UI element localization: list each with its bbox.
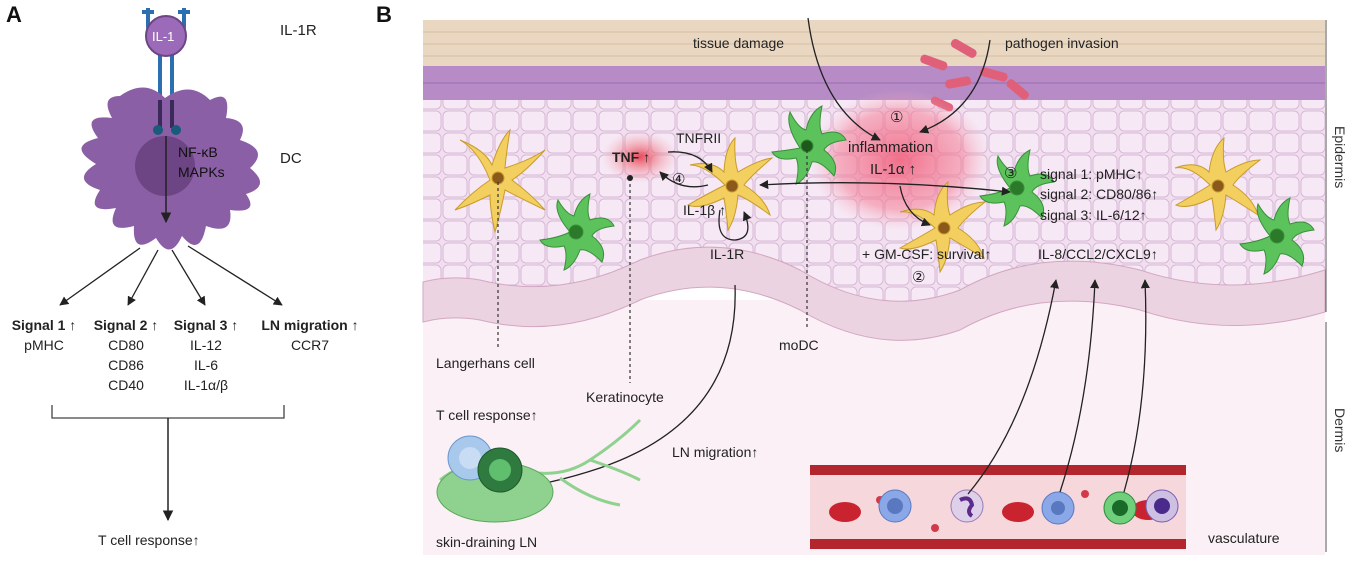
modc-icon (1239, 197, 1315, 275)
panel-b-letter: B (376, 2, 392, 27)
tnfrii-label: TNFRII (676, 130, 722, 146)
panel-a-diagram (51, 8, 285, 522)
signal-line-2: signal 2: CD80/86↑ (1040, 186, 1159, 202)
modc-label: moDC (779, 337, 819, 353)
tissue-damage-label: tissue damage (693, 35, 785, 51)
signal-line-3: signal 3: IL-6/12↑ (1040, 207, 1147, 223)
pathway-nfkb: NF-κB (178, 144, 218, 160)
lymph-node-icon (436, 418, 642, 523)
signal-1-header: Signal 1 ↑ (11, 317, 77, 333)
signal-3-header: Signal 3 ↑ (173, 317, 239, 333)
modc-icon (539, 193, 615, 271)
keratinocyte-label: Keratinocyte (586, 389, 664, 405)
panel-a-outcome: T cell response↑ (98, 532, 200, 548)
signal-column-4: LN migration ↑ CCR7 (248, 315, 372, 355)
signal-column-1: Signal 1 ↑ pMHC (4, 315, 84, 355)
epidermis-label: Epidermis (1332, 126, 1348, 189)
il1-ligand-label: IL-1 (152, 29, 175, 44)
t-cell-response-label: T cell response↑ (436, 407, 538, 423)
tnf-label: TNF ↑ (612, 149, 651, 165)
gmcsf-step: ② (912, 269, 926, 286)
il1b-step: ④ (672, 171, 686, 188)
signal-line-1: signal 1: pMHC↑ (1040, 166, 1143, 182)
inflammation-label: inflammation (848, 139, 934, 156)
tnf-cloud (602, 131, 678, 183)
signal-3-item: IL-1α/β (183, 377, 229, 393)
langerhans-cell-icon (686, 136, 774, 232)
il1r-label: IL-1R (280, 22, 317, 39)
langerhans-cell-icon (898, 180, 987, 274)
langerhans-cell-icon (1174, 136, 1262, 232)
inflammation-step: ① (890, 109, 904, 126)
pathway-mapks: MAPKs (178, 164, 225, 180)
signal-column-3: Signal 3 ↑ IL-12 IL-6 IL-1α/β (166, 315, 246, 395)
signal-2-header: Signal 2 ↑ (93, 317, 159, 333)
ln-migration-item: CCR7 (290, 337, 330, 353)
modc-icon (979, 149, 1055, 227)
panel-a-letter: A (6, 2, 22, 27)
ln-migration-header: LN migration ↑ (261, 317, 359, 333)
signal-2-item: CD40 (108, 377, 144, 393)
il1a-label: IL-1α ↑ (870, 161, 917, 178)
skin-draining-ln-label: skin-draining LN (436, 534, 538, 550)
il1b-label: IL-1β ↑ (683, 202, 727, 218)
gmcsf-label: + GM-CSF: survival↑ (862, 246, 992, 262)
signal-2-item: CD80 (108, 337, 144, 353)
chemokines-label: IL-8/CCL2/CXCL9↑ (1038, 246, 1158, 262)
blood-vessel-icon (810, 465, 1186, 549)
vasculature-label: vasculature (1208, 530, 1280, 546)
langerhans-cell-icon (454, 128, 546, 234)
il1-ligand-icon (145, 15, 187, 57)
il1r-b-label: IL-1R (710, 246, 745, 262)
dendritic-cell-icon (81, 87, 261, 250)
signal-1-item: pMHC (24, 337, 64, 353)
langerhans-cell-label: Langerhans cell (436, 355, 535, 371)
signals-step: ③ (1004, 165, 1018, 182)
signal-3-item: IL-12 (190, 337, 222, 353)
dc-label: DC (280, 150, 302, 167)
signal-2-item: CD86 (108, 357, 144, 373)
signal-3-item: IL-6 (193, 357, 219, 373)
signal-column-2: Signal 2 ↑ CD80 CD86 CD40 (86, 315, 166, 395)
ln-migration-label: LN migration↑ (672, 444, 759, 460)
pathogen-invasion-label: pathogen invasion (1005, 35, 1119, 51)
dermis-label: Dermis (1332, 408, 1348, 453)
